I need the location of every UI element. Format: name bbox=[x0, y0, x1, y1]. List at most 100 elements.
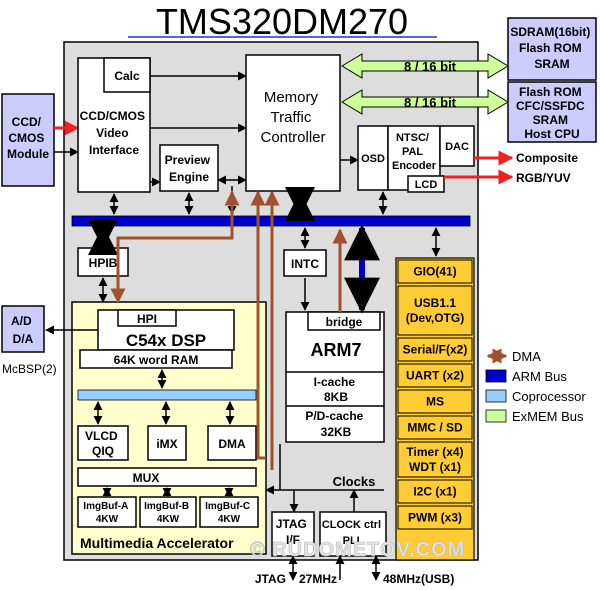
peripheral-label: MMC / SD bbox=[407, 421, 463, 435]
dac-box bbox=[439, 125, 475, 167]
hpi-label: HPI bbox=[137, 312, 157, 326]
hpib-label: HPIB bbox=[89, 256, 118, 270]
legend-label: DMA bbox=[512, 349, 541, 364]
peripheral-label: MS bbox=[426, 395, 444, 409]
dac-label: DAC bbox=[445, 141, 469, 153]
legend-label: ARM Bus bbox=[512, 369, 567, 384]
mhz27-pin-label: 27MHz bbox=[299, 572, 337, 586]
peripheral-item: USB1.1(Dev,OTG) bbox=[397, 285, 473, 336]
calc-box bbox=[103, 57, 151, 93]
peripheral-box bbox=[397, 441, 473, 478]
peripheral-item: MS bbox=[397, 389, 473, 414]
dma-block-label: DMA bbox=[218, 437, 246, 451]
peripheral-box bbox=[397, 479, 473, 504]
peripheral-item: GIO(41) bbox=[397, 259, 473, 284]
legend-swatch bbox=[485, 369, 507, 383]
dma-line-1 bbox=[250, 190, 266, 460]
imx-box bbox=[147, 425, 187, 461]
imgbuf-a-label: ImgBuf-A 4KW bbox=[83, 501, 130, 525]
osd-label: OSD bbox=[361, 153, 385, 165]
ccd-module-label: CCD/ CMOS Module bbox=[7, 115, 49, 161]
flash-box bbox=[507, 81, 597, 143]
sdram-label: SDRAM(16bit) Flash ROM SRAM bbox=[510, 25, 593, 71]
calc-label: Calc bbox=[114, 69, 140, 83]
dsp-label: C54x DSP bbox=[126, 331, 206, 350]
peripheral-box bbox=[397, 505, 473, 530]
jtag-if-label: JTAG I/F bbox=[276, 517, 310, 547]
watermark: © RUDOMETOV.COM bbox=[250, 539, 465, 561]
ccd-module-box bbox=[1, 93, 55, 187]
flash-label: Flash ROM CFC/SSFDC SRAM Host CPU bbox=[516, 85, 588, 141]
peripheral-box bbox=[397, 389, 473, 414]
peripheral-item: I2C (x1) bbox=[397, 479, 473, 504]
dsp-ram-label: 64K word RAM bbox=[114, 353, 199, 367]
imgbuf-a-box bbox=[77, 496, 137, 528]
rgb-label: RGB/YUV bbox=[516, 171, 571, 185]
peripheral-box bbox=[397, 285, 473, 336]
imgbuf-c-box bbox=[199, 496, 259, 528]
arm7-label: ARM7 bbox=[310, 340, 361, 360]
lcd-box bbox=[407, 175, 445, 193]
legend-swatch bbox=[485, 389, 507, 403]
mux-label: MUX bbox=[133, 471, 160, 485]
peripheral-box bbox=[397, 259, 473, 284]
preview-engine-label: Preview Engine bbox=[165, 153, 214, 184]
legend-item: ARM Bus bbox=[485, 369, 567, 384]
memory-traffic-controller-box bbox=[245, 54, 341, 192]
peripheral-item: MMC / SD bbox=[397, 415, 473, 440]
clocks-label: Clocks bbox=[333, 474, 376, 489]
intc-box bbox=[283, 249, 327, 277]
legend-item: ExMEM Bus bbox=[485, 409, 584, 424]
peripheral-label: I2C (x1) bbox=[413, 485, 456, 499]
ntsc-encoder-label: NTSC/ PAL Encoder bbox=[392, 132, 437, 172]
exmem-bus-1-label: 8 / 16 bit bbox=[404, 59, 457, 74]
dma-line-hpib bbox=[110, 190, 240, 304]
adda-box bbox=[1, 305, 45, 353]
clock-label: CLOCK ctrl PLL bbox=[322, 519, 384, 547]
bridge-label: bridge bbox=[326, 315, 363, 329]
peripheral-label: GIO(41) bbox=[413, 265, 456, 279]
legend-item: DMA bbox=[486, 348, 541, 364]
peripheral-box bbox=[397, 363, 473, 388]
intc-label: INTC bbox=[291, 257, 319, 271]
adda-label: A/D D/A bbox=[11, 314, 35, 346]
diagram-title: TMS320DM270 bbox=[156, 1, 408, 42]
peripheral-label: Serial/F(x2) bbox=[403, 343, 468, 357]
peripheral-item: UART (x2) bbox=[397, 363, 473, 388]
clock-box bbox=[319, 511, 387, 557]
arm7-box bbox=[285, 311, 385, 443]
dsp-ram-box bbox=[79, 349, 233, 369]
legend-label: Coprocessor bbox=[512, 389, 586, 404]
pdcache-label: P/D-cache 32KB bbox=[305, 409, 366, 439]
mcbsp-label: McBSP(2) bbox=[2, 362, 57, 376]
mux-box bbox=[77, 467, 257, 487]
legend-label: ExMEM Bus bbox=[512, 409, 584, 424]
legend-item: Coprocessor bbox=[485, 389, 586, 404]
vlcd-box bbox=[77, 425, 129, 461]
jtag-box bbox=[271, 511, 315, 557]
imgbuf-c-label: ImgBuf-C 4KW bbox=[205, 501, 253, 525]
peripheral-label: PWM (x3) bbox=[408, 511, 462, 525]
legend-swatch bbox=[485, 409, 507, 423]
peripheral-label: Timer (x4)WDT (x1) bbox=[406, 445, 463, 474]
peripheral-item: Timer (x4)WDT (x1) bbox=[397, 441, 473, 478]
peripheral-box bbox=[397, 337, 473, 362]
peripheral-label: UART (x2) bbox=[406, 369, 464, 383]
video-interface-label: CCD/CMOS Video Interface bbox=[80, 109, 149, 157]
mhz48-pin-label: 48MHz(USB) bbox=[383, 572, 454, 586]
exmem-bus-2 bbox=[341, 89, 509, 115]
lcd-label: LCD bbox=[415, 179, 438, 191]
memory-traffic-controller-label: Memory Traffic Controller bbox=[260, 89, 325, 146]
peripheral-item: PWM (x3) bbox=[397, 505, 473, 530]
peripheral-label: USB1.1(Dev,OTG) bbox=[406, 296, 464, 325]
composite-label: Composite bbox=[516, 151, 578, 165]
multimedia-accelerator-label: Multimedia Accelerator bbox=[80, 535, 234, 551]
imgbuf-b-box bbox=[139, 496, 197, 528]
preview-engine-box bbox=[159, 144, 219, 192]
peripheral-item: Serial/F(x2) bbox=[397, 337, 473, 362]
imgbuf-b-label: ImgBuf-B 4KW bbox=[144, 501, 192, 525]
peripherals: GIO(41) USB1.1(Dev,OTG) Serial/F(x2) UART (… bbox=[397, 259, 473, 530]
vlcd-label: VLCD QIQ bbox=[85, 429, 121, 458]
exmem-bus-2-label: 8 / 16 bit bbox=[404, 95, 457, 110]
